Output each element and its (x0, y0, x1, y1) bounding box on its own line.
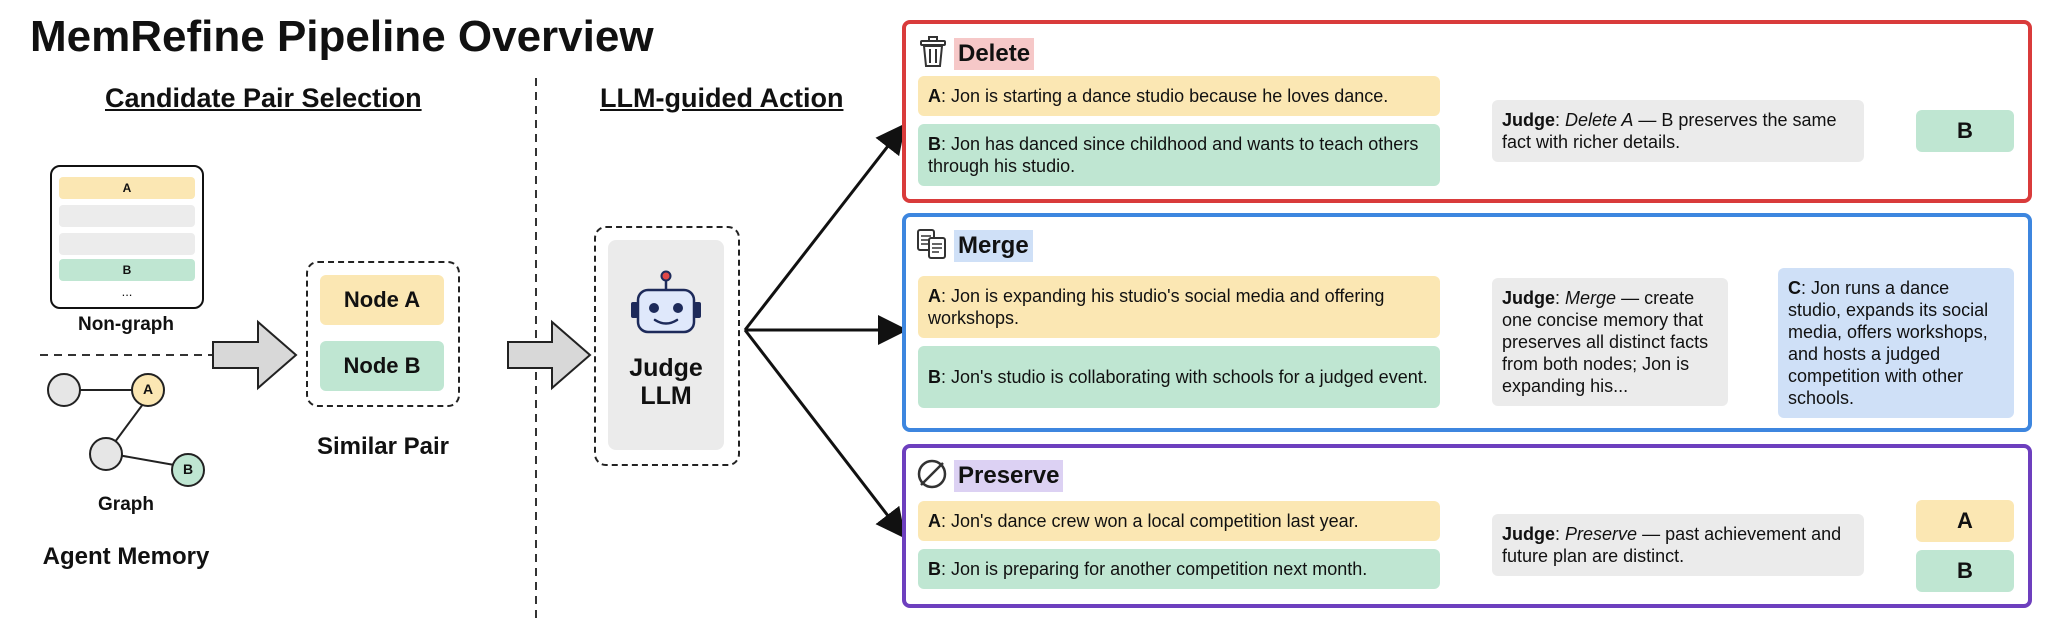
memory-key: A (928, 511, 941, 531)
graph-node (89, 437, 123, 471)
preserve-result-b: B (1916, 550, 2014, 592)
node-a: Node A (320, 275, 444, 325)
memory-key: A (928, 86, 941, 106)
list-more: ... (121, 284, 133, 299)
judge-llm-line1: Judge (629, 354, 703, 382)
preserve-result-a: A (1916, 500, 2014, 542)
memory-key: B (928, 367, 941, 387)
judge-sep: : (1555, 288, 1566, 308)
memory-text: : Jon is preparing for another competiti… (941, 559, 1368, 579)
merge-judge: Judge: Merge — create one concise memory… (1492, 278, 1728, 406)
judge-sep: : (1555, 110, 1566, 130)
graph-edge (111, 399, 147, 447)
memory-key: B (928, 134, 941, 154)
list-row-b: B (59, 259, 195, 281)
preserve-judge: Judge: Preserve — past achievement and f… (1492, 514, 1864, 576)
memory-key: B (928, 559, 941, 579)
result-text: : Jon runs a dance studio, expands its s… (1788, 278, 1989, 408)
section-header-action: LLM-guided Action (600, 83, 844, 113)
memory-text: : Jon's dance crew won a local competiti… (941, 511, 1359, 531)
judge-sep: : (1555, 524, 1566, 544)
preserve-memory-a: A: Jon's dance crew won a local competit… (918, 501, 1440, 541)
judge-key: Judge (1502, 110, 1556, 130)
memory-text: : Jon is expanding his studio's social m… (928, 286, 1385, 328)
merge-result-c: C: Jon runs a dance studio, expands its … (1778, 268, 2014, 418)
memory-key: A (928, 286, 941, 306)
nongraph-memory-list: A B ... (50, 165, 204, 309)
block-arrow (212, 319, 298, 391)
graph-edge (111, 453, 181, 467)
arrow-to-delete (743, 123, 906, 331)
memory-text: : Jon's studio is collaborating with sch… (941, 367, 1428, 387)
judge-key: Judge (1502, 288, 1556, 308)
graph-node-a (131, 373, 165, 407)
graph-node-b (171, 453, 205, 487)
graph-node-a-label: A (142, 381, 154, 397)
result-key: C (1788, 278, 1801, 298)
delete-result-b: B (1916, 110, 2014, 152)
merge-memory-b: B: Jon's studio is collaborating with sc… (918, 346, 1440, 408)
list-row-a: A (59, 177, 195, 199)
trash-icon (920, 36, 946, 67)
judge-text: — create one concise memory that preserv… (1502, 288, 1709, 396)
graph-node-b-label: B (182, 461, 194, 477)
memory-text: : Jon has danced since childhood and wan… (928, 134, 1419, 176)
documents-icon (917, 229, 946, 259)
node-b: Node B (320, 341, 444, 391)
similar-pair-caption: Similar Pair (316, 433, 450, 460)
judge-action: Preserve (1565, 524, 1638, 544)
delete-judge: Judge: Delete A — B preserves the same f… (1492, 100, 1864, 162)
delete-memory-b: B: Jon has danced since childhood and wa… (918, 124, 1440, 186)
judge-text: — B preserves the same fact with richer … (1502, 110, 1837, 152)
delete-title: Delete (954, 38, 1035, 70)
preserve-title: Preserve (954, 460, 1064, 492)
nongraph-label: Non-graph (77, 314, 175, 335)
block-arrow (507, 319, 592, 391)
judge-llm-line2: LLM (640, 382, 692, 410)
robot-icon (631, 270, 701, 334)
judge-action: Merge (1565, 288, 1617, 308)
graph-label: Graph (98, 494, 154, 515)
judge-key: Judge (1502, 524, 1556, 544)
graph-node (47, 373, 81, 407)
delete-memory-a: A: Jon is starting a dance studio becaus… (918, 76, 1440, 116)
agent-memory-label: Agent Memory (42, 543, 210, 570)
preserve-memory-b: B: Jon is preparing for another competit… (918, 549, 1440, 589)
judge-action: Delete A (1565, 110, 1634, 130)
similar-pair-box: Node A Node B (306, 261, 460, 407)
judge-llm-box: Judge LLM (594, 226, 740, 466)
judge-llm-card: Judge LLM (608, 240, 724, 450)
judge-text: — past achievement and future plan are d… (1502, 524, 1842, 566)
memory-text: : Jon is starting a dance studio because… (941, 86, 1389, 106)
arrow-to-preserve (743, 329, 906, 539)
merge-title: Merge (954, 230, 1033, 262)
list-row (59, 205, 195, 227)
page-title: MemRefine Pipeline Overview (30, 12, 654, 61)
section-header-candidate: Candidate Pair Selection (105, 83, 422, 113)
prohibited-icon (917, 459, 947, 489)
list-row (59, 233, 195, 255)
merge-memory-a: A: Jon is expanding his studio's social … (918, 276, 1440, 338)
